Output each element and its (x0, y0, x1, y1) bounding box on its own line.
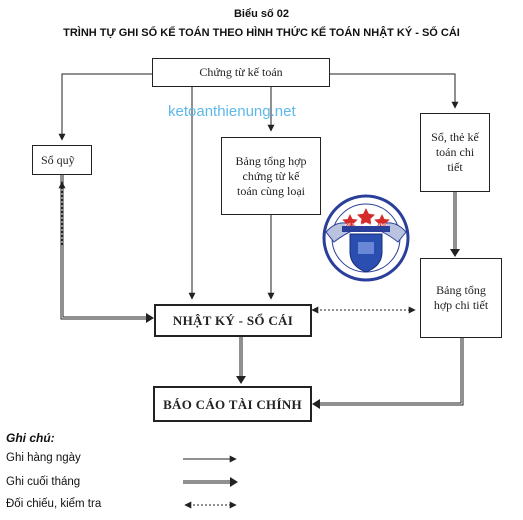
arrow-nhatky-baocao (236, 376, 246, 384)
arrow-soquy-nhatky (60, 175, 148, 320)
node-so-the-chi-tiet: Sổ, thẻ kế toán chi tiết (420, 113, 490, 192)
watermark-text: ketoanthienung.net (168, 103, 296, 120)
legend-item-daily: Ghi hàng ngày (6, 452, 81, 464)
arrow-chungtu-soquy (58, 73, 152, 141)
node-bang-tong-hop-chi-tiet: Bảng tổng hợp chi tiết (420, 258, 502, 338)
node-nhat-ky-so-cai: NHẬT KÝ - SỔ CÁI (154, 304, 312, 337)
node-chung-tu-ke-toan: Chứng từ kế toán (152, 58, 330, 87)
legend-title: Ghi chú: (6, 431, 55, 445)
node-bang-tong-hop-chung-tu: Bảng tổng hợp chứng từ kế toán cùng loại (221, 137, 321, 215)
arrow-bangchitiet-baocao (318, 338, 464, 406)
legend-item-check: Đối chiếu, kiểm tra (6, 498, 102, 510)
logo-banner-text: KẾ TOÁN THIÊN ƯNG (345, 222, 387, 227)
node-so-quy: Sổ quỹ (32, 145, 92, 175)
arrow-chungtu-sothe (330, 73, 459, 109)
legend-item-monthly: Ghi cuối tháng (6, 476, 81, 488)
diagram-title: TRÌNH TỰ GHI SỔ KẾ TOÁN THEO HÌNH THỨC K… (63, 27, 460, 39)
node-bao-cao-tai-chinh: BÁO CÁO TÀI CHÍNH (153, 386, 312, 422)
diagram-label: Biểu số 02 (233, 8, 290, 20)
